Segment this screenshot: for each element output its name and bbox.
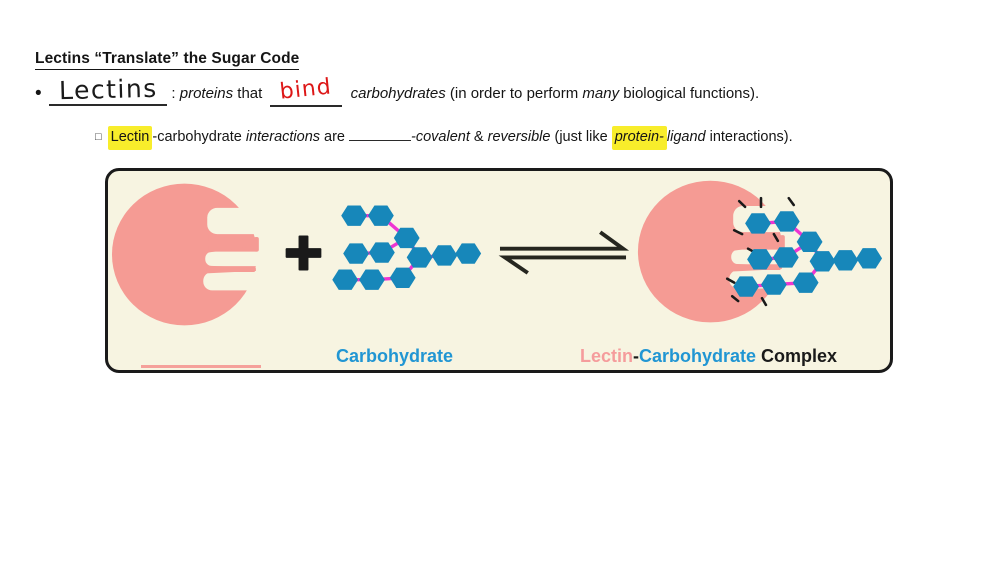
plus-icon [285, 235, 322, 271]
complex-label-complex: Complex [756, 346, 838, 366]
word-proteins: proteins [179, 85, 234, 102]
binding-slots [203, 207, 277, 291]
word-carbohydrate: -carbohydrate [152, 129, 246, 145]
diagram-panel: Carbohydrate Lectin-Carbohydrate Complex [105, 168, 893, 373]
highlight-protein: protein- [611, 126, 667, 150]
text-mid: (in order to perform [445, 85, 583, 102]
word-ligand: ligand [666, 129, 706, 145]
bullet-marker: • [35, 83, 42, 104]
binding-tongue [206, 265, 256, 274]
word-that: that [233, 85, 267, 102]
binding-tongue-tip [779, 235, 785, 250]
word-many: many [582, 85, 620, 102]
handwritten-bind: bind [279, 74, 334, 105]
complex-label-carbohydrate: Carbohydrate [639, 346, 757, 366]
carbohydrate-structure [332, 205, 482, 290]
text-end2: interactions). [705, 129, 793, 145]
interactions-line: □ Lectin-carbohydrate interactions are -c… [95, 124, 793, 150]
highlight-lectin: Lectin [107, 126, 153, 150]
lectin-label-blank [141, 365, 261, 368]
complex-label: Lectin-Carbohydrate Complex [580, 346, 837, 367]
binding-tongue [208, 235, 254, 253]
carbohydrate-label: Carbohydrate [336, 346, 454, 366]
binding-interaction-dashes [725, 196, 796, 307]
ampersand: & [469, 129, 488, 145]
word-covalent: -covalent [411, 129, 470, 145]
word-protein: protein- [614, 129, 664, 145]
handwritten-lectins: Lectins [58, 73, 158, 106]
colon: : [171, 85, 180, 102]
text-end: biological functions). [619, 85, 760, 102]
word-reversible: reversible [487, 129, 551, 145]
binding-tongue-tip [253, 237, 259, 252]
handwritten-term-blank: Lectins [48, 73, 168, 106]
complex-label-lectin: Lectin [580, 346, 634, 366]
word-interactions: interactions [245, 129, 321, 145]
word-carbohydrates: carbohydrates [346, 85, 446, 102]
page-title: Lectins “Translate” the Sugar Code [35, 50, 300, 70]
handwritten-answer-blank: bind [270, 74, 343, 107]
text-justlike: (just like [550, 129, 612, 145]
lectin-diagram [111, 180, 883, 326]
square-bullet: □ [95, 131, 102, 143]
carbohydrate-in-complex [733, 211, 883, 297]
definition-line: • Lectins: proteins that bind carbohydrat… [35, 73, 760, 112]
binding-tongue [734, 233, 780, 251]
fill-in-blank [349, 126, 412, 141]
lectin-protein [111, 183, 277, 326]
word-are: are [320, 129, 350, 145]
equilibrium-arrows-icon [498, 230, 630, 275]
complex-label-hyphen: - [633, 346, 640, 366]
